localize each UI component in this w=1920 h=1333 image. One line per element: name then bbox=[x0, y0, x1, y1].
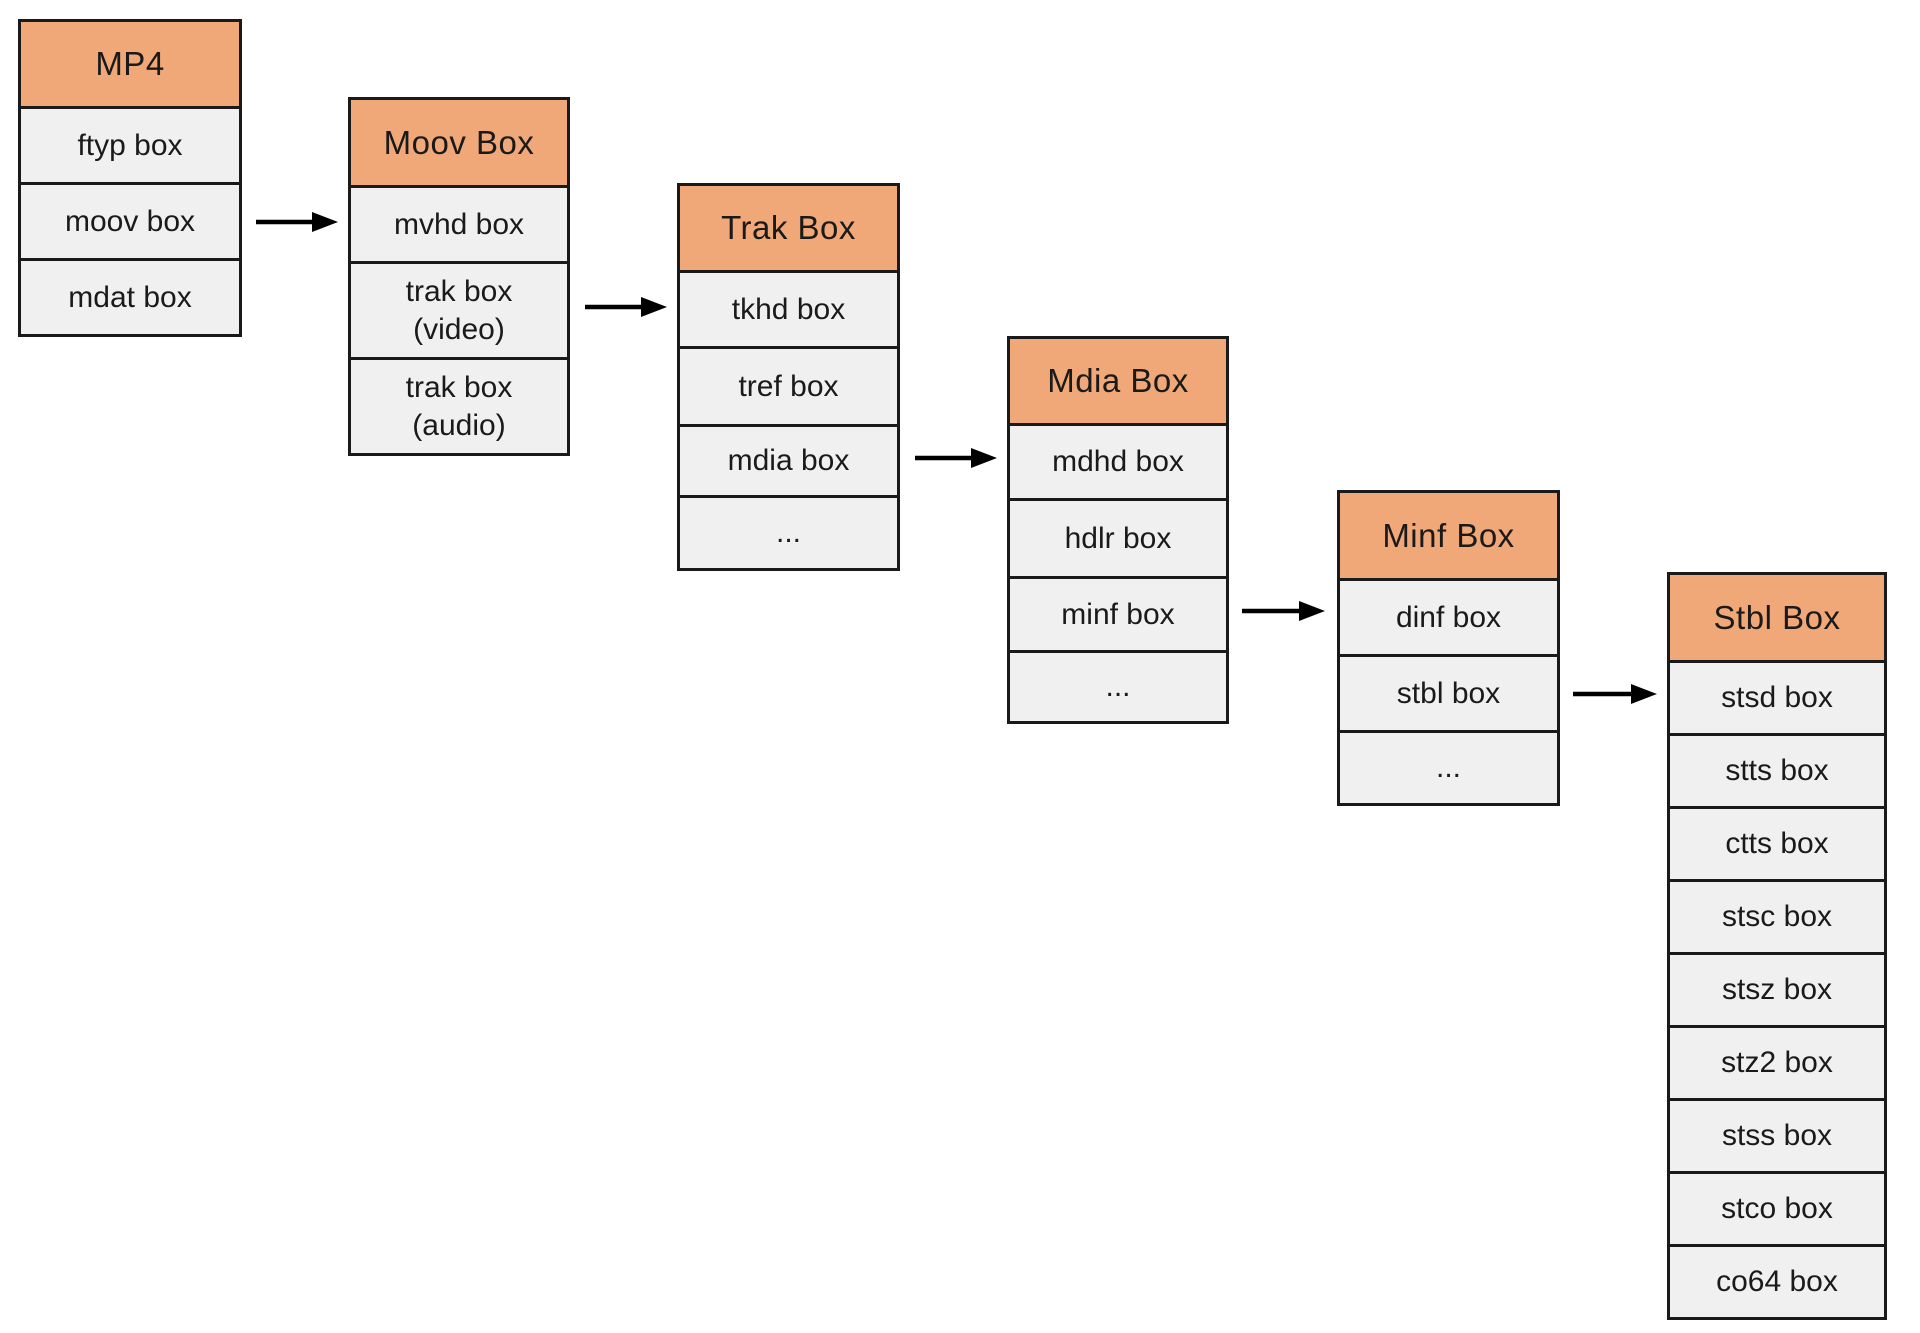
table-row-stbl-box: stbl box bbox=[1340, 654, 1557, 730]
table-mp4-header: MP4 bbox=[21, 22, 239, 106]
arrow-mdia-row-to-mdia-box bbox=[915, 448, 997, 468]
table-trak-box-header: Trak Box bbox=[680, 186, 897, 270]
table-row-mvhd-box: mvhd box bbox=[351, 185, 567, 261]
table-row-co64-box: co64 box bbox=[1670, 1244, 1884, 1317]
table-row-hdlr-box: hdlr box bbox=[1010, 498, 1226, 576]
table-row-stsd-box: stsd box bbox=[1670, 660, 1884, 733]
table-row-ellipsis: ... bbox=[1010, 650, 1226, 721]
table-row-stts-box: stts box bbox=[1670, 733, 1884, 806]
table-mp4: MP4 ftyp box moov box mdat box bbox=[18, 19, 242, 337]
arrow-minf-row-to-minf-box bbox=[1242, 601, 1325, 621]
table-row-stsc-box: stsc box bbox=[1670, 879, 1884, 952]
table-row-tref-box: tref box bbox=[680, 346, 897, 424]
table-row-stss-box: stss box bbox=[1670, 1098, 1884, 1171]
table-row-mdia-box: mdia box bbox=[680, 424, 897, 495]
table-stbl-box-header: Stbl Box bbox=[1670, 575, 1884, 660]
table-row-ftyp-box: ftyp box bbox=[21, 106, 239, 182]
arrow-moov-row-to-moov-box bbox=[256, 212, 338, 232]
table-row-mdhd-box: mdhd box bbox=[1010, 423, 1226, 498]
table-mdia-box-header: Mdia Box bbox=[1010, 339, 1226, 423]
table-row-ctts-box: ctts box bbox=[1670, 806, 1884, 879]
table-row-trak-box-video: trak box (video) bbox=[351, 261, 567, 357]
table-moov-box: Moov Box mvhd box trak box (video) trak … bbox=[348, 97, 570, 456]
table-row-minf-box: minf box bbox=[1010, 576, 1226, 650]
table-minf-box: Minf Box dinf box stbl box ... bbox=[1337, 490, 1560, 806]
table-minf-box-header: Minf Box bbox=[1340, 493, 1557, 578]
table-row-stco-box: stco box bbox=[1670, 1171, 1884, 1244]
table-row-ellipsis: ... bbox=[1340, 730, 1557, 803]
table-row-ellipsis: ... bbox=[680, 495, 897, 568]
table-mdia-box: Mdia Box mdhd box hdlr box minf box ... bbox=[1007, 336, 1229, 724]
arrow-trak-video-row-to-trak-box bbox=[585, 297, 667, 317]
table-row-tkhd-box: tkhd box bbox=[680, 270, 897, 346]
table-row-trak-box-audio: trak box (audio) bbox=[351, 357, 567, 453]
arrow-stbl-row-to-stbl-box bbox=[1573, 684, 1657, 704]
table-row-stz2-box: stz2 box bbox=[1670, 1025, 1884, 1098]
table-trak-box: Trak Box tkhd box tref box mdia box ... bbox=[677, 183, 900, 571]
table-row-mdat-box: mdat box bbox=[21, 258, 239, 334]
table-row-moov-box: moov box bbox=[21, 182, 239, 258]
table-row-stsz-box: stsz box bbox=[1670, 952, 1884, 1025]
table-row-dinf-box: dinf box bbox=[1340, 578, 1557, 654]
table-stbl-box: Stbl Box stsd box stts box ctts box stsc… bbox=[1667, 572, 1887, 1320]
table-moov-box-header: Moov Box bbox=[351, 100, 567, 185]
